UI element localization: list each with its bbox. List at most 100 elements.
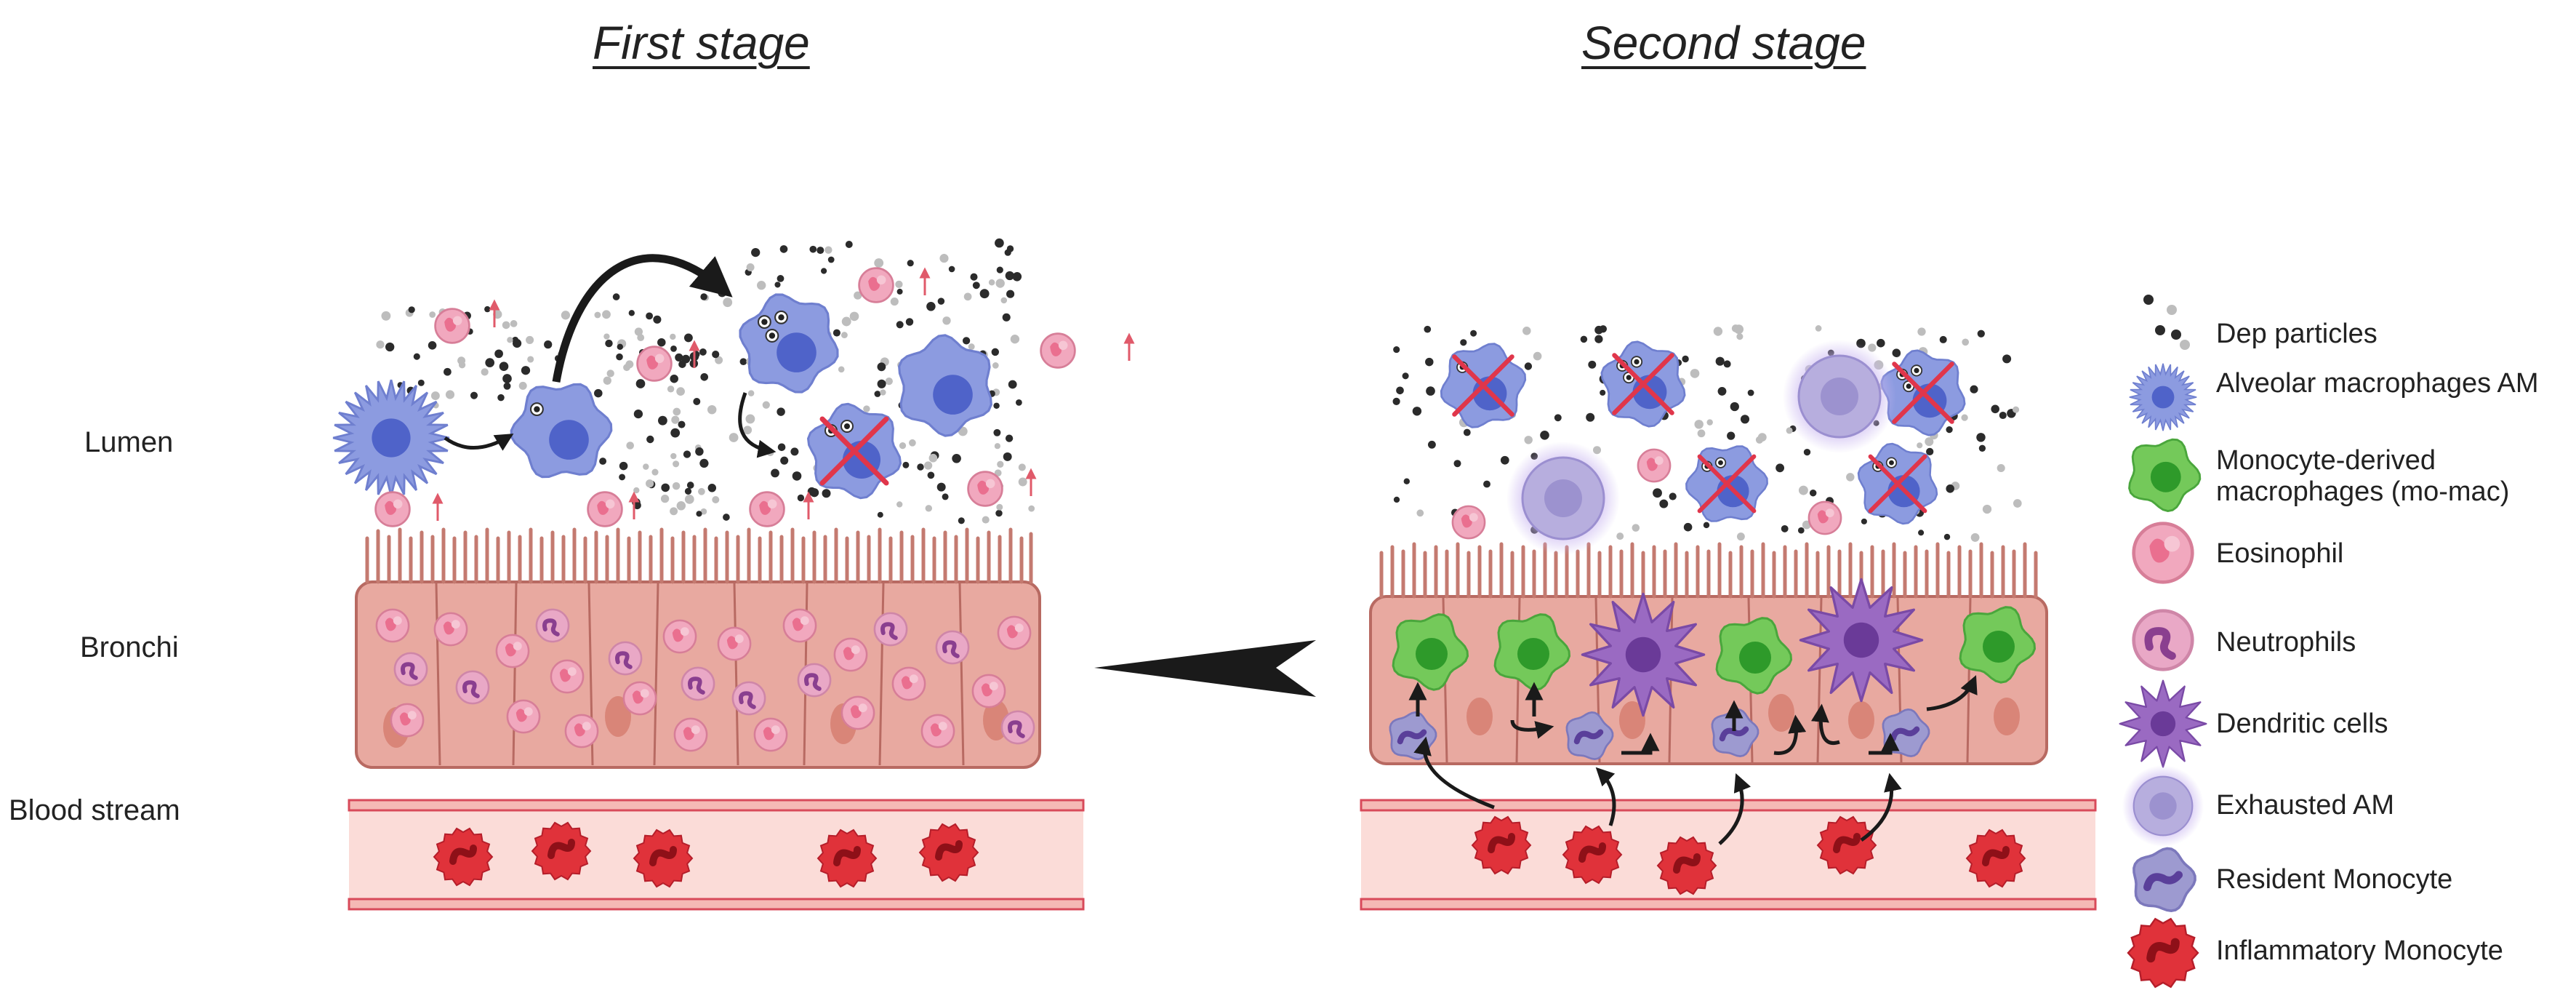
- dep-particle: [1683, 522, 1693, 532]
- dep-particle: [695, 447, 704, 456]
- dep-particle: [1599, 325, 1608, 333]
- dep-particle: [1697, 429, 1706, 438]
- dep-particle: [672, 482, 681, 490]
- dep-particle: [1416, 509, 1424, 517]
- dep-particle: [634, 327, 643, 336]
- dep-particle: [747, 390, 755, 396]
- eosinophil: [564, 714, 599, 748]
- dep-particle: [1653, 488, 1662, 498]
- neutrophil: [797, 663, 832, 698]
- dep-particle: [1740, 415, 1750, 424]
- dep-particle: [997, 460, 1004, 468]
- dep-particle: [824, 246, 832, 254]
- dep-particle: [1616, 532, 1624, 540]
- legend-label-eosinophil: Eosinophil: [2216, 538, 2344, 569]
- legend-icons: [2119, 295, 2207, 989]
- dep-particle: [907, 260, 914, 267]
- dep-particle: [497, 394, 505, 402]
- dep-particle: [942, 493, 949, 500]
- dep-particle: [1925, 437, 1934, 447]
- dep-particle: [1775, 463, 1785, 473]
- dep-particle: [797, 494, 805, 502]
- dep-particle: [2013, 406, 2020, 413]
- neutrophil: [608, 641, 643, 676]
- dep-particle: [1018, 463, 1026, 471]
- eosinophil: [433, 612, 468, 647]
- alveolar-macrophage: [806, 402, 902, 500]
- migration-arrows: [444, 254, 1978, 845]
- eosinophil: [833, 637, 868, 672]
- dep-particle: [637, 334, 645, 342]
- dep-particle: [428, 340, 437, 350]
- inflammatory-monocyte: [633, 829, 694, 888]
- eosinophil: [891, 666, 926, 701]
- dep-particle: [885, 377, 893, 386]
- dep-particle: [1809, 489, 1817, 497]
- dep-particle: [670, 452, 677, 460]
- exhausted-am: [1506, 442, 1620, 555]
- alveolar-macrophage: [1600, 340, 1686, 428]
- alveolar-macrophage-icon: [2129, 363, 2197, 431]
- dep-particle: [667, 386, 675, 393]
- dep-particle: [381, 311, 391, 321]
- dep-particle: [723, 298, 733, 308]
- dep-particle: [1424, 325, 1432, 333]
- dep-particle: [526, 335, 534, 344]
- dep-particle: [417, 379, 425, 386]
- dep-particle: [962, 337, 971, 345]
- dep-particle: [1004, 249, 1011, 256]
- dep-particle: [470, 391, 478, 399]
- legend-label-resident-monocyte: Resident Monocyte: [2216, 864, 2453, 895]
- inflammatory-monocyte: [1816, 815, 1877, 875]
- dep-particle: [745, 414, 755, 424]
- dep-particle: [485, 358, 495, 367]
- inflammatory-monocyte: [433, 827, 494, 887]
- dep-particle: [1861, 518, 1867, 524]
- dep-particle: [2013, 499, 2022, 508]
- dep-particle: [1946, 426, 1953, 434]
- dep-particle: [385, 342, 395, 352]
- eosinophil: [673, 717, 708, 752]
- inflammatory-monocyte: [1562, 825, 1623, 885]
- dep-particle: [603, 376, 611, 385]
- dep-particle: [840, 332, 848, 339]
- dep-particle: [658, 415, 667, 426]
- alveolar-macrophage: [1685, 445, 1768, 522]
- eosinophil: [375, 608, 410, 643]
- dep-particle: [1797, 527, 1805, 534]
- dep-particle: [1970, 532, 1980, 542]
- dep-particle: [939, 254, 949, 263]
- dep-particle: [619, 474, 626, 481]
- dep-particle: [896, 288, 903, 295]
- dep-particle: [696, 511, 702, 517]
- dep-particle: [777, 275, 785, 282]
- dep-particle: [1736, 532, 1745, 541]
- dep-particle: [877, 511, 883, 518]
- alveolar-macrophage-resting: [332, 379, 450, 497]
- dep-particle: [699, 348, 707, 356]
- epithelial-immune-cells: [375, 578, 2037, 760]
- dep-particle: [729, 433, 739, 442]
- dep-particle: [777, 443, 786, 452]
- dep-particle: [958, 517, 965, 524]
- dep-particle: [430, 391, 440, 401]
- eosinophil: [749, 491, 785, 527]
- dep-particle: [1522, 327, 1531, 335]
- second-stage-title: Second stage: [1581, 17, 1866, 69]
- dep-particle: [646, 479, 654, 488]
- dep-particle: [1723, 360, 1731, 368]
- dep-particle: [494, 349, 503, 359]
- dep-particle: [1999, 411, 2007, 420]
- dep-particle: [863, 405, 870, 412]
- eosinophil: [971, 674, 1006, 708]
- dep-particle: [376, 340, 385, 349]
- dep-particle: [1717, 386, 1727, 396]
- dep-particle: [561, 311, 571, 320]
- dep-particle: [670, 345, 677, 352]
- dep-particle: [1976, 433, 1986, 442]
- dep-particle: [809, 245, 817, 253]
- resident-monocyte-icon: [2132, 847, 2196, 912]
- dep-particle: [1016, 399, 1022, 406]
- dep-particle: [1028, 505, 1035, 512]
- dep-particle: [948, 266, 955, 273]
